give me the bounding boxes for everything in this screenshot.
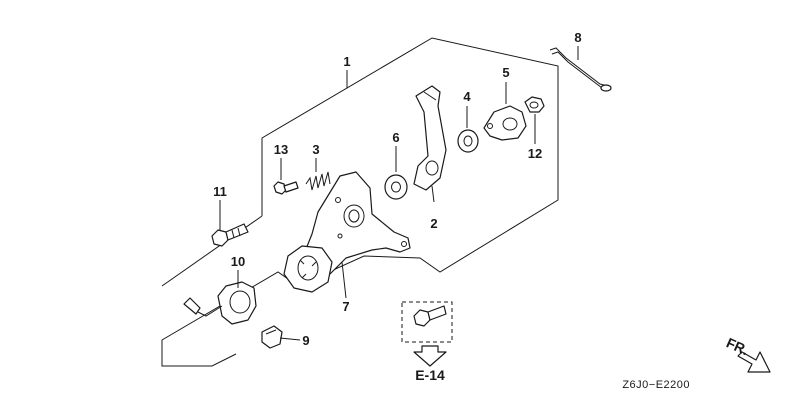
base-bracket <box>283 171 411 293</box>
lever-plate <box>483 105 527 141</box>
callout-2: 2 <box>430 216 437 231</box>
sensor-10 <box>183 281 257 325</box>
spring-3 <box>305 171 331 191</box>
assembly-frame-inner <box>161 215 263 287</box>
flange-bolt-detail <box>401 301 453 367</box>
leader-lines <box>219 46 579 341</box>
screw-13 <box>273 181 299 195</box>
clip-9 <box>261 325 283 349</box>
front-direction-arrow: FR. <box>724 334 771 373</box>
nut <box>524 96 545 113</box>
callout-13: 13 <box>274 142 288 157</box>
callout-9: 9 <box>302 333 309 348</box>
washer-4 <box>457 129 479 153</box>
callout-10: 10 <box>231 254 245 269</box>
callout-7: 7 <box>342 299 349 314</box>
callout-6: 6 <box>392 130 399 145</box>
callout-5: 5 <box>502 65 509 80</box>
callout-8: 8 <box>574 30 581 45</box>
callout-1: 1 <box>343 54 350 69</box>
assembly-frame <box>161 37 559 367</box>
spring-rod <box>549 47 612 92</box>
callout-11: 11 <box>213 184 227 199</box>
washer-6 <box>384 174 408 200</box>
control-lever <box>413 85 447 191</box>
callout-3: 3 <box>312 142 319 157</box>
section-reference: E-14 <box>415 367 445 383</box>
diagram-code: Z6J0−E2200 <box>622 379 690 391</box>
callout-4: 4 <box>463 89 471 104</box>
bolt-11 <box>211 223 249 247</box>
callout-12: 12 <box>528 146 542 161</box>
